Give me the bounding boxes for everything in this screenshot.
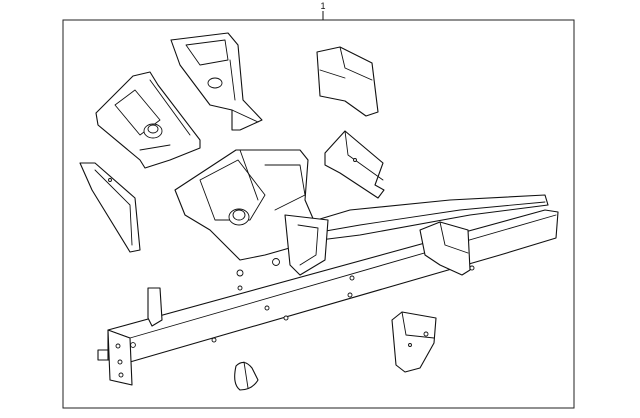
diagram-frame [62,19,575,409]
callout-number: 1 [320,1,325,11]
suspension-tower-bracket [324,130,385,199]
side-member-rear-bracket [419,221,475,276]
front-apron-upper-left [170,32,263,131]
bracket-upper-right [316,46,379,117]
gusset-left [79,162,141,253]
stop-bumper [234,361,259,391]
small-brace-lower [147,287,163,327]
apron-panel-left [95,71,201,169]
nut-plate [391,311,437,373]
front-side-member-assembly [97,149,559,386]
